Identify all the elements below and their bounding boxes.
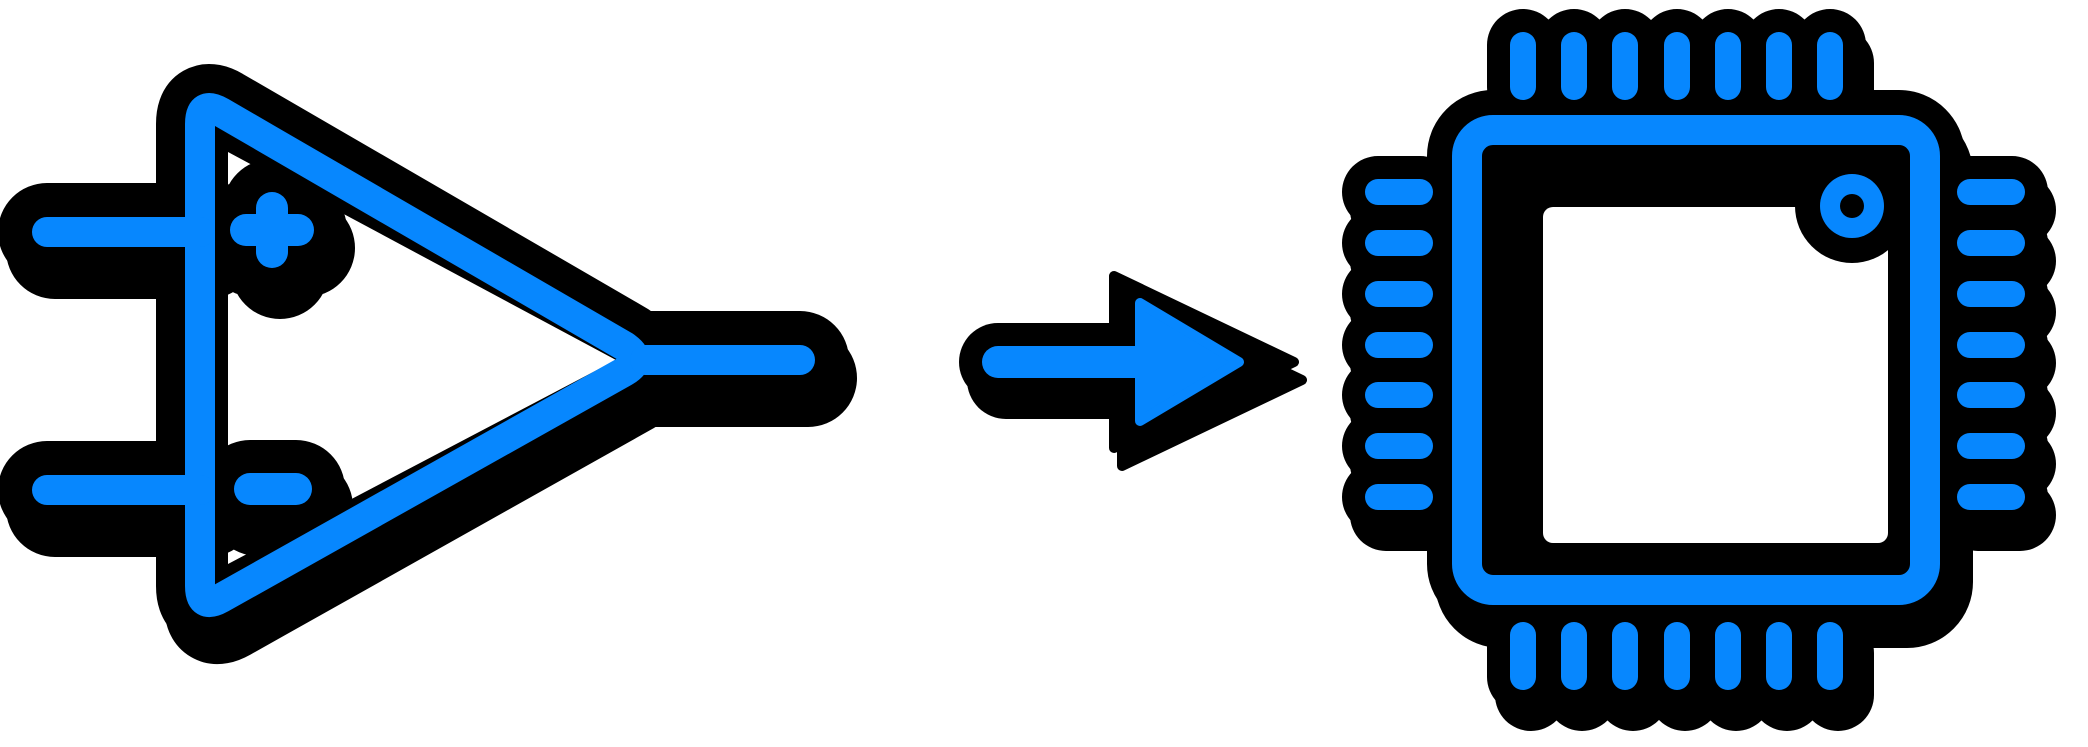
chip-inner-face: [1543, 207, 1888, 543]
chip-dot-hole: [1840, 194, 1864, 218]
